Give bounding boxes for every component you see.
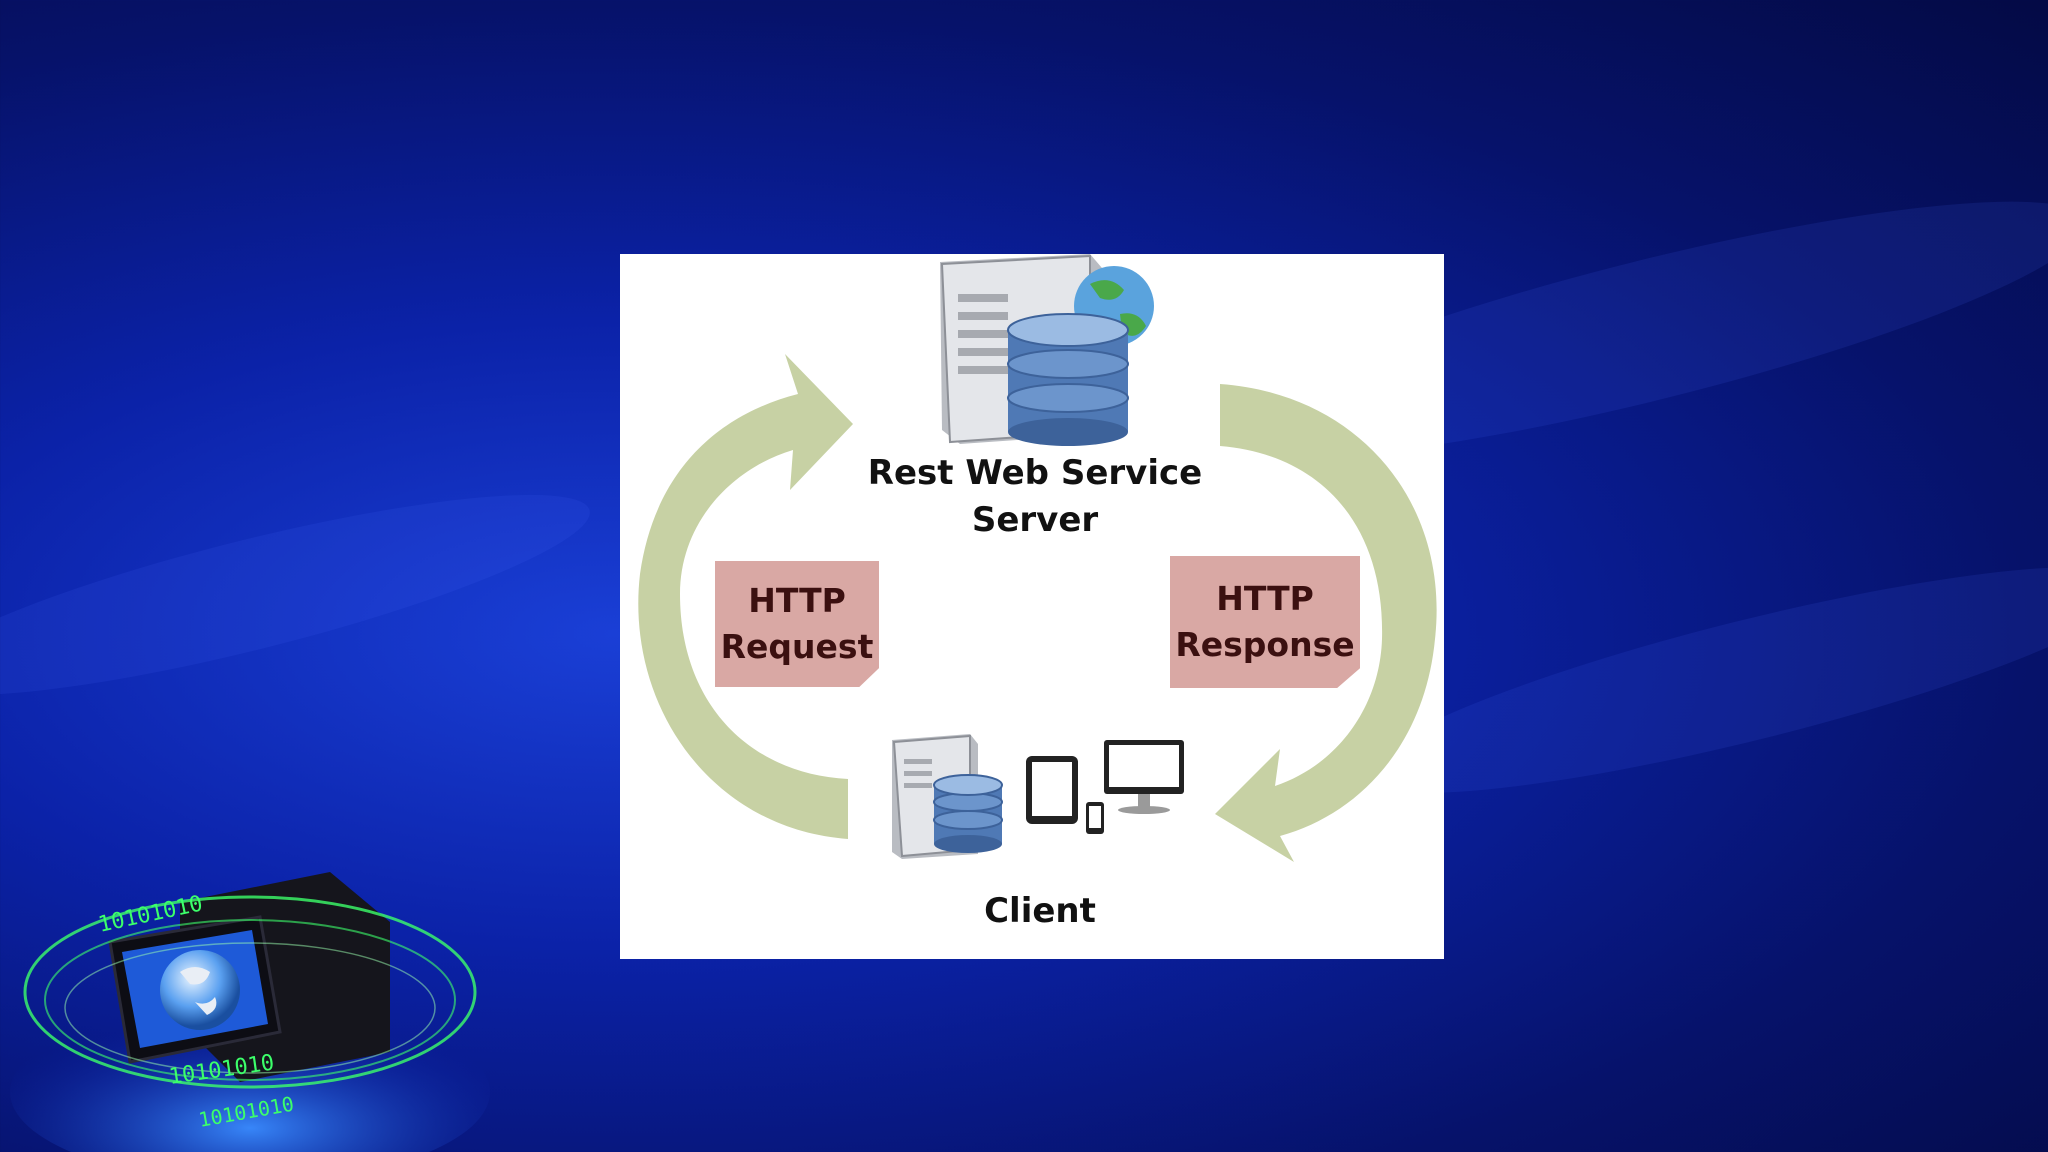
phone-icon xyxy=(1086,802,1104,834)
left-cycle-arrow-icon xyxy=(638,354,853,839)
http-response-line1: HTTP xyxy=(1216,579,1314,618)
right-cycle-arrow-icon xyxy=(1215,384,1437,862)
http-response-note: HTTP Response xyxy=(1170,556,1360,688)
http-response-line2: Response xyxy=(1175,625,1355,664)
server-label: Rest Web Service Server xyxy=(830,450,1240,544)
background-streak xyxy=(0,456,603,734)
rest-diagram-panel: Rest Web Service Server HTTP Request HTT… xyxy=(620,254,1444,959)
http-request-line2: Request xyxy=(720,627,874,666)
server-label-line2: Server xyxy=(971,500,1099,540)
background-streak xyxy=(1347,525,2048,835)
http-request-line1: HTTP xyxy=(748,581,846,620)
client-label: Client xyxy=(984,891,1096,931)
diagram-graphics xyxy=(638,254,1437,862)
computer-globe-decoration-icon: 10101010 10101010 10101010 xyxy=(10,872,490,1152)
server-label-line1: Rest Web Service xyxy=(867,453,1203,493)
tablet-icon xyxy=(1026,756,1078,824)
http-request-note: HTTP Request xyxy=(715,561,879,687)
server-database-icon xyxy=(1007,313,1129,446)
monitor-icon xyxy=(1104,740,1184,814)
client-server-icon xyxy=(892,734,1003,859)
